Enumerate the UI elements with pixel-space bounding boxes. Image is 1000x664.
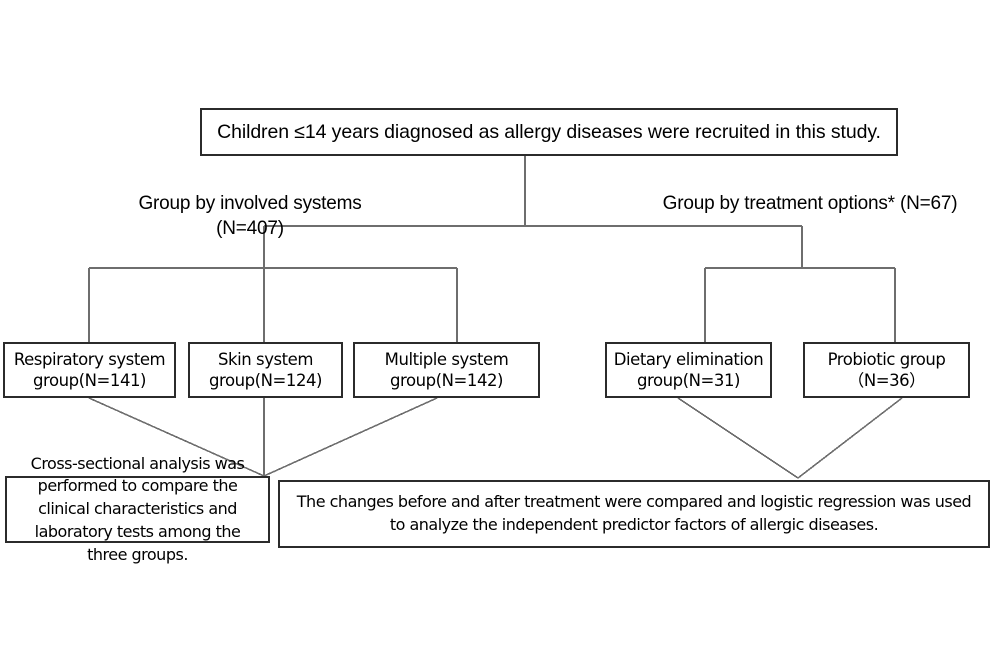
group-box-multiple-system: Multiple system group(N=142) [353, 342, 540, 398]
outcome-box-right: The changes before and after treatment w… [278, 480, 990, 548]
branch-label-left: Group by involved systems (N=407) [138, 193, 362, 239]
group-box-dietary-elimination-text: Dietary elimination group(N=31) [613, 349, 764, 390]
outcome-box-left-text: Cross-sectional analysis was performed t… [30, 453, 245, 564]
group-box-skin-system: Skin system group(N=124) [188, 342, 343, 398]
connector-left-converge-3 [263, 397, 438, 477]
branch-label-right: Group by treatment options* (N=67) [662, 193, 958, 214]
group-box-probiotic: Probiotic group （N=36） [803, 342, 970, 398]
connector-right-converge-2 [797, 397, 903, 479]
connector-right-converge-1 [677, 397, 799, 479]
root-box: Children ≤14 years diagnosed as allergy … [200, 108, 898, 156]
root-box-text: Children ≤14 years diagnosed as allergy … [217, 120, 881, 143]
group-box-multiple-system-text: Multiple system group(N=142) [384, 349, 509, 390]
group-box-skin-system-text: Skin system group(N=124) [208, 349, 323, 390]
group-box-respiratory-system-text: Respiratory system group(N=141) [13, 349, 166, 390]
group-box-dietary-elimination: Dietary elimination group(N=31) [605, 342, 772, 398]
outcome-box-right-text: The changes before and after treatment w… [296, 492, 972, 534]
group-box-respiratory-system: Respiratory system group(N=141) [3, 342, 176, 398]
outcome-box-left: Cross-sectional analysis was performed t… [5, 454, 270, 564]
group-box-probiotic-text: Probiotic group （N=36） [827, 349, 946, 390]
